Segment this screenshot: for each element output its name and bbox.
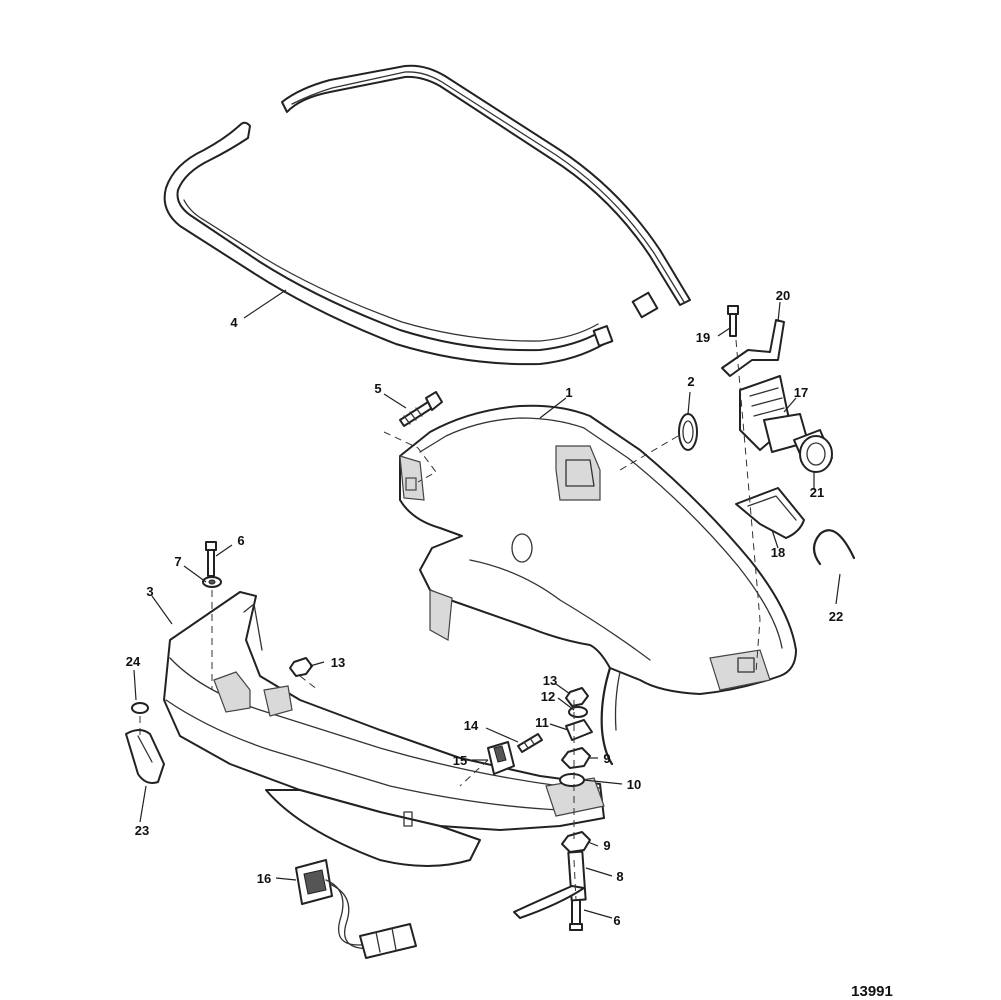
callout-11: 11 <box>535 715 549 730</box>
callout-23: 23 <box>135 823 149 838</box>
callout-13-left: 13 <box>331 655 345 670</box>
part-6-bolt-upper <box>205 541 217 577</box>
callout-19: 19 <box>696 330 710 345</box>
part-4-seal-gasket <box>163 64 691 366</box>
callout-21: 21 <box>810 485 824 500</box>
part-10-o-ring <box>559 773 585 787</box>
part-5-bolt <box>399 391 443 427</box>
part-9-nut-lower <box>561 831 591 853</box>
callout-7: 7 <box>174 554 181 569</box>
callout-1: 1 <box>565 385 572 400</box>
assembly-guide-lines <box>139 339 761 901</box>
part-9-nut-upper <box>561 747 591 769</box>
callout-16: 16 <box>257 871 271 886</box>
part-21-hose <box>793 429 833 473</box>
callout-9-lower: 9 <box>603 838 610 853</box>
callout-14: 14 <box>464 718 479 733</box>
callout-3: 3 <box>146 584 153 599</box>
callout-24: 24 <box>126 654 141 669</box>
part-6-bolt-lower <box>569 897 583 931</box>
part-7-washer <box>202 576 222 588</box>
part-23-cover-boot <box>125 729 165 784</box>
callout-12: 12 <box>541 689 555 704</box>
callout-8: 8 <box>616 869 623 884</box>
callout-13-upper: 13 <box>543 673 557 688</box>
part-22-hose-clamp <box>812 529 856 566</box>
part-16-switch-harness <box>295 859 417 959</box>
leader-lines <box>133 289 841 919</box>
callout-6-lower: 6 <box>613 913 620 928</box>
part-15-latch <box>487 741 515 775</box>
part-24-washer <box>131 702 149 714</box>
callout-6-upper: 6 <box>237 533 244 548</box>
part-1-cowl-pan <box>399 404 797 766</box>
callout-5: 5 <box>374 381 381 396</box>
callout-17: 17 <box>794 385 808 400</box>
callout-2: 2 <box>687 374 694 389</box>
part-13-nut-left <box>289 657 313 677</box>
part-18-exhaust-cover <box>735 487 805 539</box>
callout-4: 4 <box>230 315 238 330</box>
callout-9-upper: 9 <box>603 751 610 766</box>
callout-22: 22 <box>829 609 843 624</box>
part-14-stud <box>517 733 543 753</box>
part-11-latch-clip <box>565 719 593 741</box>
callout-20: 20 <box>776 288 790 303</box>
part-8-latch-bracket <box>513 850 587 919</box>
figure-reference-number: 13991 <box>851 983 893 1000</box>
part-19-screw <box>727 305 739 337</box>
callout-18: 18 <box>771 545 785 560</box>
part-2-grommet <box>678 413 698 451</box>
part-13-nut-upper <box>565 687 589 707</box>
callout-15: 15 <box>453 753 467 768</box>
part-20-bracket <box>721 319 785 377</box>
callout-10: 10 <box>627 777 641 792</box>
callout-labels: 1 2 3 4 5 6 6 7 8 9 9 10 11 12 13 13 14 … <box>126 288 843 928</box>
